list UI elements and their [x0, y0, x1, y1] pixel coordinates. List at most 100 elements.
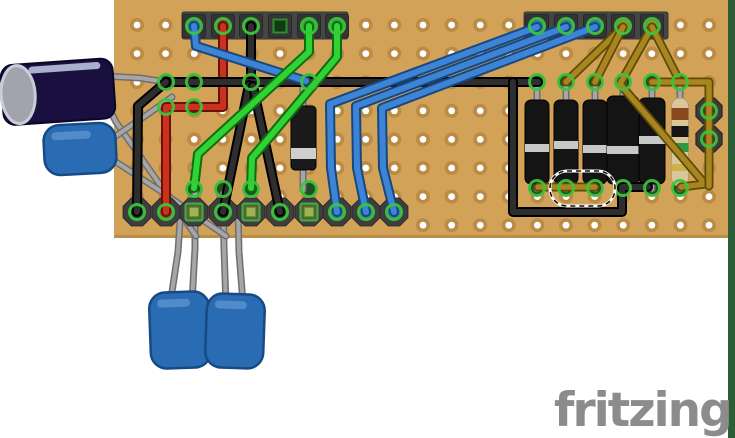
board-hole-center [476, 164, 484, 172]
board-hole-center [648, 221, 656, 229]
board-hole-center [362, 107, 370, 115]
board-hole-center [419, 193, 427, 201]
pin-ring [643, 17, 661, 35]
top-left-header[interactable] [181, 11, 349, 40]
ceramic-capacitor-left[interactable] [42, 121, 118, 177]
pin-ring [328, 17, 346, 35]
board-hole-center [362, 136, 370, 143]
board-hole-center [562, 50, 570, 57]
board-hole-center [276, 50, 284, 57]
board-hole-center [362, 164, 370, 172]
pad-ring [671, 73, 689, 91]
pad-ring [157, 98, 175, 116]
header-pin-empty[interactable] [272, 18, 288, 34]
board-hole-center [448, 221, 455, 229]
black-wire-left-drop[interactable] [132, 77, 171, 217]
board-hole-center [362, 21, 370, 29]
blue-wire-3[interactable] [377, 22, 600, 217]
board-hole-center [534, 221, 541, 229]
capacitor-highlight [28, 62, 101, 74]
pad-ring [242, 73, 260, 91]
selection-marquee [549, 170, 616, 207]
pad-rings-layer [128, 17, 718, 221]
pin-ring [357, 203, 375, 221]
perfboard-edge [114, 235, 730, 238]
board-hole-center [448, 136, 455, 143]
pin-ring [528, 17, 546, 35]
electrolytic-capacitor[interactable] [0, 57, 117, 126]
pad-ring [157, 73, 175, 91]
capacitor-highlight [51, 130, 91, 141]
header-square-pad-center [304, 207, 314, 217]
pad-ring [671, 179, 689, 197]
board-hole-center [505, 221, 513, 229]
board-hole-center [705, 221, 713, 229]
diode[interactable] [290, 105, 317, 171]
board-hole-center [276, 164, 284, 172]
board-hole-center [419, 136, 427, 143]
board-hole-center [619, 221, 627, 229]
blue-wire-1[interactable] [325, 22, 542, 217]
gold-wire-long[interactable] [615, 22, 710, 192]
board-hole-center [190, 136, 198, 143]
components-layer[interactable] [290, 95, 689, 187]
board-hole-center [419, 107, 427, 115]
board-hole-center [505, 21, 513, 29]
pad-ring [185, 73, 203, 91]
board-hole-center [476, 21, 484, 29]
pad-ring [614, 73, 632, 91]
board-hole-center [448, 193, 455, 201]
ceramic-capacitor-bottom-1[interactable] [147, 290, 213, 370]
board-hole-center [476, 136, 484, 143]
pin-ring [271, 203, 289, 221]
ceramic-capacitor-bottom-2[interactable] [204, 292, 266, 370]
bottom-cap2-leg-b[interactable] [234, 204, 247, 307]
board-hole-center [248, 136, 255, 143]
board-hole-center [162, 50, 170, 57]
capacitors-layer[interactable] [0, 57, 266, 370]
board-hole-center [391, 164, 398, 172]
green-wire-1[interactable] [189, 21, 314, 193]
capacitor-highlight [157, 298, 191, 308]
resistor-band [671, 126, 689, 137]
resistor-band [671, 108, 689, 120]
board-hole-center [448, 107, 455, 115]
pad-ring [300, 73, 318, 91]
board-hole-center [677, 50, 684, 57]
vertical-component[interactable] [524, 99, 550, 185]
board-hole-center [276, 136, 284, 143]
board-hole-center [705, 21, 713, 29]
board-hole-center [448, 164, 455, 172]
board-hole-center [391, 136, 398, 143]
pin-ring [586, 17, 604, 35]
board-hole-center [133, 21, 141, 29]
bottom-cap1-leg-a[interactable] [166, 202, 185, 309]
pad-ring [557, 179, 575, 197]
selection-layer [548, 169, 617, 208]
pin-ring [128, 203, 146, 221]
pin-ring [557, 17, 575, 35]
pad-ring [300, 180, 318, 198]
gold-wire-2[interactable] [590, 22, 628, 87]
pad-ring [586, 73, 604, 91]
board-hole-center [448, 21, 455, 29]
black-wire-diagonal-right[interactable] [248, 81, 285, 217]
blue-wire-2[interactable] [351, 22, 571, 217]
gold-wire-3[interactable] [647, 22, 685, 87]
header-square-pad-center [189, 207, 199, 217]
red-wire[interactable] [161, 21, 228, 217]
header-square-pad-center [246, 207, 256, 217]
board-hole-center [562, 221, 570, 229]
pin-ring [157, 203, 175, 221]
board-hole-center [133, 50, 141, 57]
pad-ring [214, 180, 232, 198]
vertical-component[interactable] [606, 95, 640, 185]
board-hole-center [476, 107, 484, 115]
green-wire-2[interactable] [246, 21, 342, 193]
capacitor-face [0, 64, 37, 126]
canvas-right-strip [728, 0, 735, 438]
pad-ring [185, 180, 203, 198]
pad-ring [586, 179, 604, 197]
board-hole-center [162, 21, 170, 29]
